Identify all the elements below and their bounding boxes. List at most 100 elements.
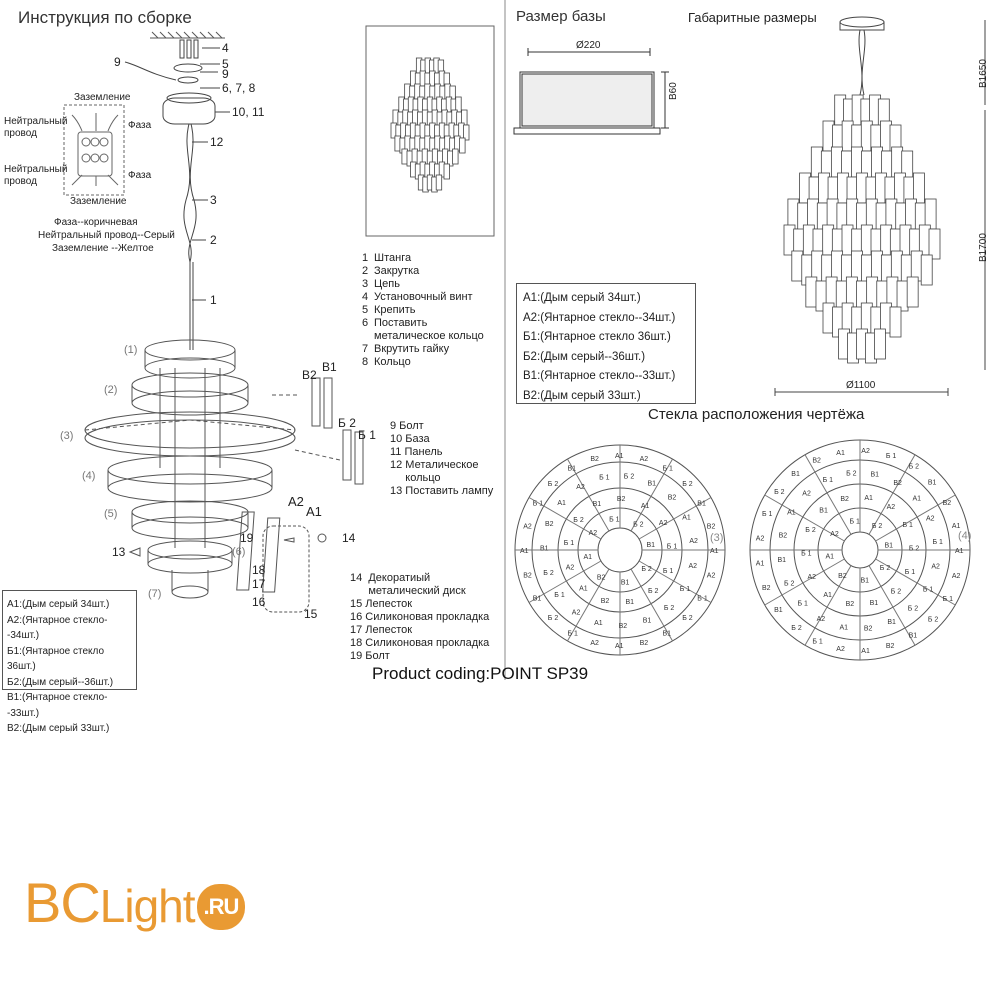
svg-text:A1: A1 xyxy=(682,515,691,522)
base-title: Размер базы xyxy=(516,8,606,25)
svg-text:Б 2: Б 2 xyxy=(891,589,902,596)
svg-text:B2: B2 xyxy=(943,500,952,507)
svg-text:B2: B2 xyxy=(707,523,716,530)
glass-counts-left: A1:(Дым серый 34шт.) A2:(Янтарное стекло… xyxy=(2,590,137,734)
callout-9a: 9 xyxy=(114,55,121,69)
svg-text:B1: B1 xyxy=(568,466,577,473)
svg-text:B1: B1 xyxy=(540,545,549,552)
svg-text:Б 2: Б 2 xyxy=(909,464,920,471)
svg-text:B1: B1 xyxy=(533,596,542,603)
svg-text:A1: A1 xyxy=(840,624,849,631)
glass-count-item: B1:(Янтарное стекло--33шт.) xyxy=(7,692,108,719)
parts-list-label: металическое кольцо xyxy=(374,330,484,342)
svg-text:Б 1: Б 1 xyxy=(533,501,544,508)
svg-text:B1: B1 xyxy=(778,557,787,564)
svg-text:B2: B2 xyxy=(597,574,606,581)
wire-color-neutral: Нейтральный провод--Серый xyxy=(38,230,175,241)
callout-3: 3 xyxy=(210,193,217,207)
svg-text:B2: B2 xyxy=(619,623,628,630)
parts-list-label: Вкрутить гайку xyxy=(374,343,450,355)
svg-text:Б 2: Б 2 xyxy=(908,606,919,613)
svg-text:A1: A1 xyxy=(861,648,870,655)
svg-text:Б 2: Б 2 xyxy=(682,615,693,622)
callout-13: 13 xyxy=(112,545,126,559)
svg-text:Б 1: Б 1 xyxy=(933,539,944,546)
glass-tag-be2: Б 2 xyxy=(338,416,356,430)
svg-text:B1: B1 xyxy=(621,580,630,587)
logo-ru: .RU xyxy=(196,884,246,931)
svg-text:B1: B1 xyxy=(626,599,635,606)
svg-text:A1: A1 xyxy=(913,495,922,502)
dimension-diameter: Ø1100 xyxy=(846,380,876,391)
callout-6-7-8: 6, 7, 8 xyxy=(222,81,256,95)
parts-list-3-item: 19 Болт xyxy=(350,650,390,662)
svg-text:A2: A2 xyxy=(689,538,698,545)
svg-text:Б 2: Б 2 xyxy=(573,517,584,524)
tier-3: (3) xyxy=(60,430,74,442)
svg-text:A1: A1 xyxy=(615,643,624,650)
parts-list-label: Установочный винт xyxy=(374,291,473,303)
svg-text:B1: B1 xyxy=(663,630,672,637)
svg-text:B1: B1 xyxy=(774,607,783,614)
svg-text:A1: A1 xyxy=(584,554,593,561)
svg-text:B2: B2 xyxy=(601,598,610,605)
tier-2: (2) xyxy=(104,384,118,396)
svg-text:B2: B2 xyxy=(640,640,649,647)
svg-text:Б 1: Б 1 xyxy=(823,477,834,484)
svg-text:Б 1: Б 1 xyxy=(923,586,934,593)
parts-list-num: 6 xyxy=(362,317,369,329)
tier-4: (4) xyxy=(82,470,96,482)
grounding-label-bottom: Заземление xyxy=(70,196,127,207)
layout-ring-3: (3) xyxy=(710,532,724,544)
glass-tag-be1: Б 1 xyxy=(358,428,376,442)
parts-list-3-item: 17 Лепесток xyxy=(350,624,413,636)
tier-1: (1) xyxy=(124,344,138,356)
parts-list-label: Крепить xyxy=(374,304,416,316)
svg-text:Б 1: Б 1 xyxy=(850,519,861,526)
neutral-label-bottom: Нейтральный провод xyxy=(4,164,68,187)
svg-text:A1: A1 xyxy=(520,548,529,555)
callout-10-11: 10, 11 xyxy=(232,105,265,119)
svg-text:B2: B2 xyxy=(590,456,599,463)
svg-text:A1: A1 xyxy=(615,453,624,460)
svg-text:Б 1: Б 1 xyxy=(798,601,809,608)
glass-count-item: A2:(Янтарное стекло--34шт.) xyxy=(523,311,676,324)
svg-text:A2: A2 xyxy=(572,609,581,616)
parts-list-num: 3 xyxy=(362,278,369,290)
callout-12: 12 xyxy=(210,135,224,149)
glass-counts: A1:(Дым серый 34шт.) A2:(Янтарное стекло… xyxy=(516,283,696,404)
glass-count-item: B1:(Янтарное стекло--33шт.) xyxy=(523,370,676,382)
svg-text:Б 1: Б 1 xyxy=(667,544,678,551)
svg-text:Б 1: Б 1 xyxy=(599,475,610,482)
svg-text:A2: A2 xyxy=(931,564,940,571)
svg-text:Б 1: Б 1 xyxy=(886,453,897,460)
svg-text:A1: A1 xyxy=(641,503,650,510)
dimension-h1: B1650 xyxy=(978,59,989,88)
layout-ring-4: (4) xyxy=(958,530,972,542)
svg-text:B2: B2 xyxy=(523,573,532,580)
svg-text:A1: A1 xyxy=(594,620,603,627)
svg-text:A1: A1 xyxy=(557,500,566,507)
callout-4: 4 xyxy=(222,41,229,55)
svg-text:B1: B1 xyxy=(791,471,800,478)
svg-text:A2: A2 xyxy=(689,563,698,570)
svg-text:Б 1: Б 1 xyxy=(812,639,823,646)
svg-text:A2: A2 xyxy=(836,646,845,653)
svg-text:A2: A2 xyxy=(817,616,826,623)
parts-list-2-item: 11 Панель xyxy=(390,446,443,458)
svg-text:Б 2: Б 2 xyxy=(880,565,891,572)
svg-text:B2: B2 xyxy=(838,573,847,580)
svg-text:Б 1: Б 1 xyxy=(905,569,916,576)
svg-text:Б 1: Б 1 xyxy=(943,596,954,603)
parts-list-2-item: кольцо xyxy=(390,472,441,484)
logo-light: Light xyxy=(99,880,196,932)
svg-text:B2: B2 xyxy=(846,601,855,608)
svg-text:Б 1: Б 1 xyxy=(697,596,708,603)
svg-text:B2: B2 xyxy=(779,533,788,540)
parts-list-label: Штанга xyxy=(374,252,412,264)
glass-count-item: Б1:(Янтарное стекло 36шт.) xyxy=(523,331,671,343)
callout-14: 14 xyxy=(342,531,356,545)
